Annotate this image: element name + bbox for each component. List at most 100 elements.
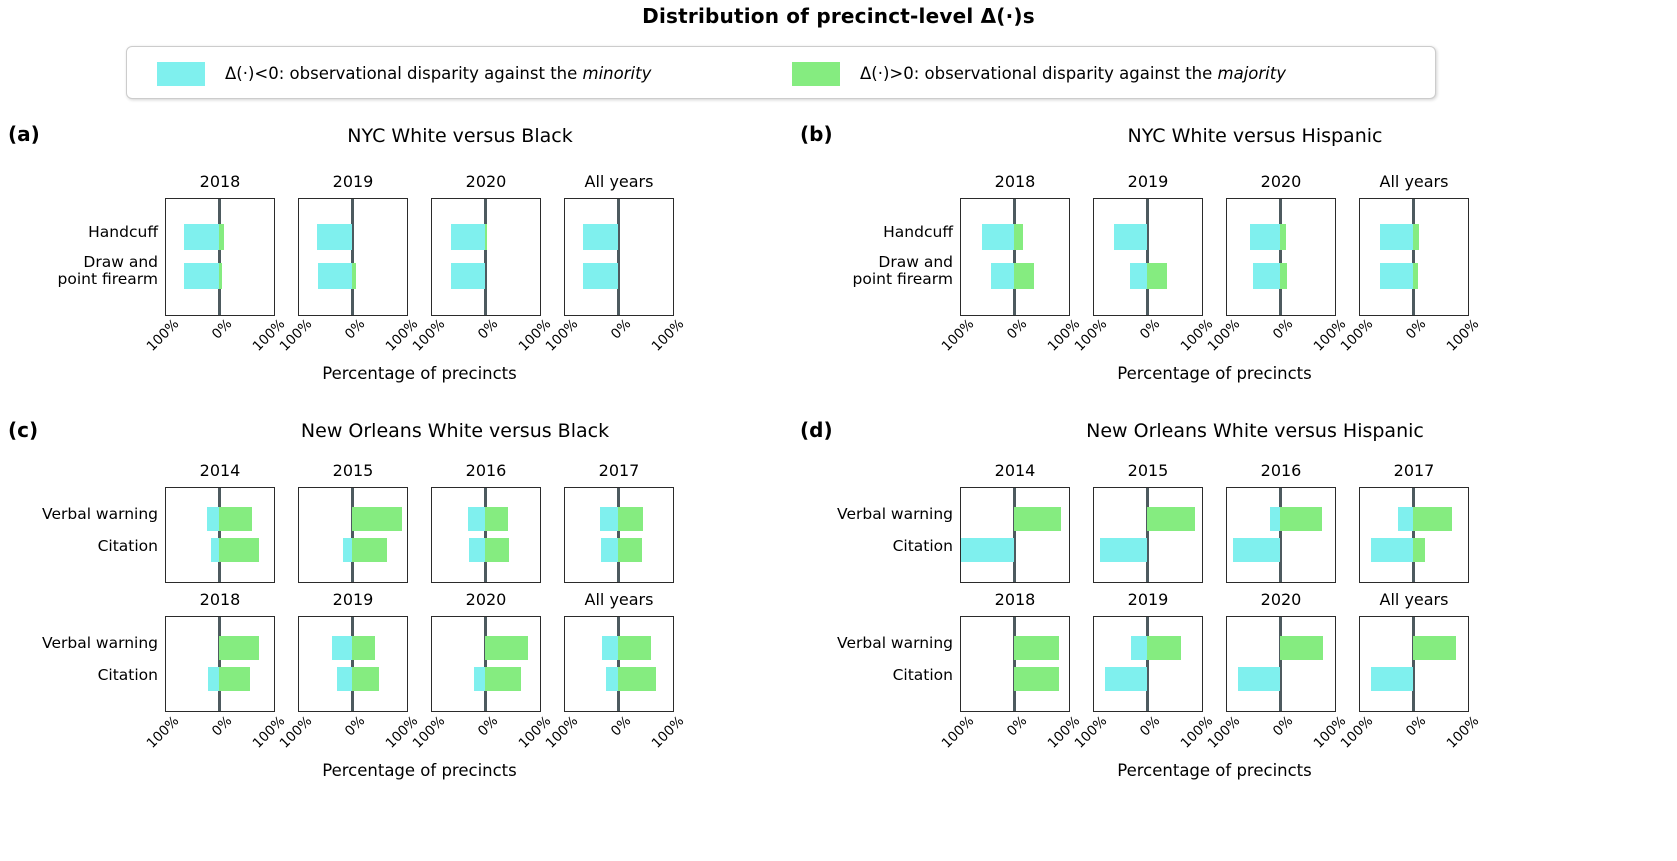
bar-positive <box>1413 537 1426 562</box>
bar-negative <box>600 506 619 531</box>
x-tick-label: 0% <box>1136 713 1164 740</box>
bar-positive <box>618 506 644 531</box>
zero-line <box>1013 199 1016 315</box>
row-label: Verbal warning <box>837 634 953 652</box>
subplot-title: 2017 <box>1393 461 1435 480</box>
panel-title: New Orleans White versus Hispanic <box>1086 420 1424 442</box>
zero-line <box>351 199 354 315</box>
row-label: Handcuff <box>88 223 158 242</box>
subplot-axes <box>165 616 275 712</box>
bar-positive <box>352 506 402 531</box>
row-label: Draw and point firearm <box>852 252 954 289</box>
zero-line <box>1279 199 1282 315</box>
subplot-title: 2016 <box>465 461 507 480</box>
zero-line <box>1146 617 1149 711</box>
legend-label-positive: Δ(·)>0: observational disparity against … <box>860 64 1286 83</box>
bar-positive <box>352 635 375 660</box>
legend-swatch-negative <box>157 61 205 86</box>
zero-line <box>1412 617 1415 711</box>
bar-positive <box>1413 506 1452 531</box>
bar-positive <box>352 666 380 691</box>
row-label: Citation <box>97 666 158 684</box>
x-axis-label: Percentage of precincts <box>1117 761 1312 780</box>
bar-positive <box>485 537 510 562</box>
legend-entry-negative: Δ(·)<0: observational disparity against … <box>157 47 651 100</box>
bar-negative <box>991 262 1015 289</box>
subplot-title: 2018 <box>199 590 241 609</box>
x-tick-label: 0% <box>1269 713 1297 740</box>
subplot-title: 2019 <box>332 590 374 609</box>
row-label: Draw and point firearm <box>57 252 159 289</box>
bar-positive <box>485 506 509 531</box>
subplot-axes <box>1093 198 1203 316</box>
subplot-axes <box>960 616 1070 712</box>
legend-label-negative: Δ(·)<0: observational disparity against … <box>225 64 652 83</box>
bar-positive <box>219 635 259 660</box>
subplot-title: 2019 <box>1127 590 1169 609</box>
bar-positive <box>1413 224 1419 251</box>
subplot-title: 2020 <box>1260 172 1302 191</box>
bar-negative <box>1398 506 1414 531</box>
x-tick-label: 100% <box>938 713 977 752</box>
bar-negative <box>601 635 619 660</box>
zero-line <box>1146 488 1149 582</box>
bar-negative <box>1370 537 1414 562</box>
bar-negative <box>211 537 220 562</box>
bar-negative <box>332 635 353 660</box>
subplot-title: 2020 <box>1260 590 1302 609</box>
bar-positive <box>1014 666 1059 691</box>
subplot-axes <box>298 487 408 583</box>
bar-negative <box>337 666 353 691</box>
bar-negative <box>1105 666 1148 691</box>
panel-letter: (d) <box>800 418 833 442</box>
zero-line <box>617 617 620 711</box>
subplot-axes <box>960 487 1070 583</box>
x-tick-label: 0% <box>1003 713 1031 740</box>
subplot-axes <box>431 487 541 583</box>
subplot-title: All years <box>584 590 654 609</box>
subplot-title: 2015 <box>332 461 374 480</box>
bar-negative <box>206 506 220 531</box>
subplot-title: All years <box>1379 172 1449 191</box>
bar-negative <box>981 224 1015 251</box>
zero-line <box>1146 199 1149 315</box>
row-label: Citation <box>892 666 953 684</box>
bar-negative <box>451 224 486 251</box>
bar-negative <box>582 224 619 251</box>
zero-line <box>1412 199 1415 315</box>
row-label: Verbal warning <box>837 505 953 523</box>
subplot-title: 2019 <box>1127 172 1169 191</box>
bar-positive <box>352 537 387 562</box>
zero-line <box>617 199 620 315</box>
subplot-title: All years <box>1379 590 1449 609</box>
subplot-axes <box>165 198 275 316</box>
bar-negative <box>961 537 1015 562</box>
subplot-title: 2014 <box>994 461 1036 480</box>
subplot-title: 2020 <box>465 172 507 191</box>
bar-positive <box>1280 262 1288 289</box>
x-axis-label: Percentage of precincts <box>322 761 517 780</box>
bar-negative <box>605 666 619 691</box>
legend: Δ(·)<0: observational disparity against … <box>126 46 1436 99</box>
subplot-axes <box>431 616 541 712</box>
bar-positive <box>1147 506 1196 531</box>
subplot-axes <box>564 487 674 583</box>
bar-negative <box>469 537 486 562</box>
subplot-title: 2018 <box>994 172 1036 191</box>
subplot-axes <box>1359 616 1469 712</box>
subplot-title: 2018 <box>994 590 1036 609</box>
subplot-title: 2014 <box>199 461 241 480</box>
subplot-axes <box>1093 487 1203 583</box>
zero-line <box>484 199 487 315</box>
legend-swatch-positive <box>792 61 840 86</box>
bar-positive <box>219 666 251 691</box>
bar-negative <box>1114 224 1148 251</box>
panel-title: NYC White versus Hispanic <box>1127 125 1383 147</box>
bar-positive <box>1413 635 1457 660</box>
legend-entry-positive: Δ(·)>0: observational disparity against … <box>792 47 1286 100</box>
